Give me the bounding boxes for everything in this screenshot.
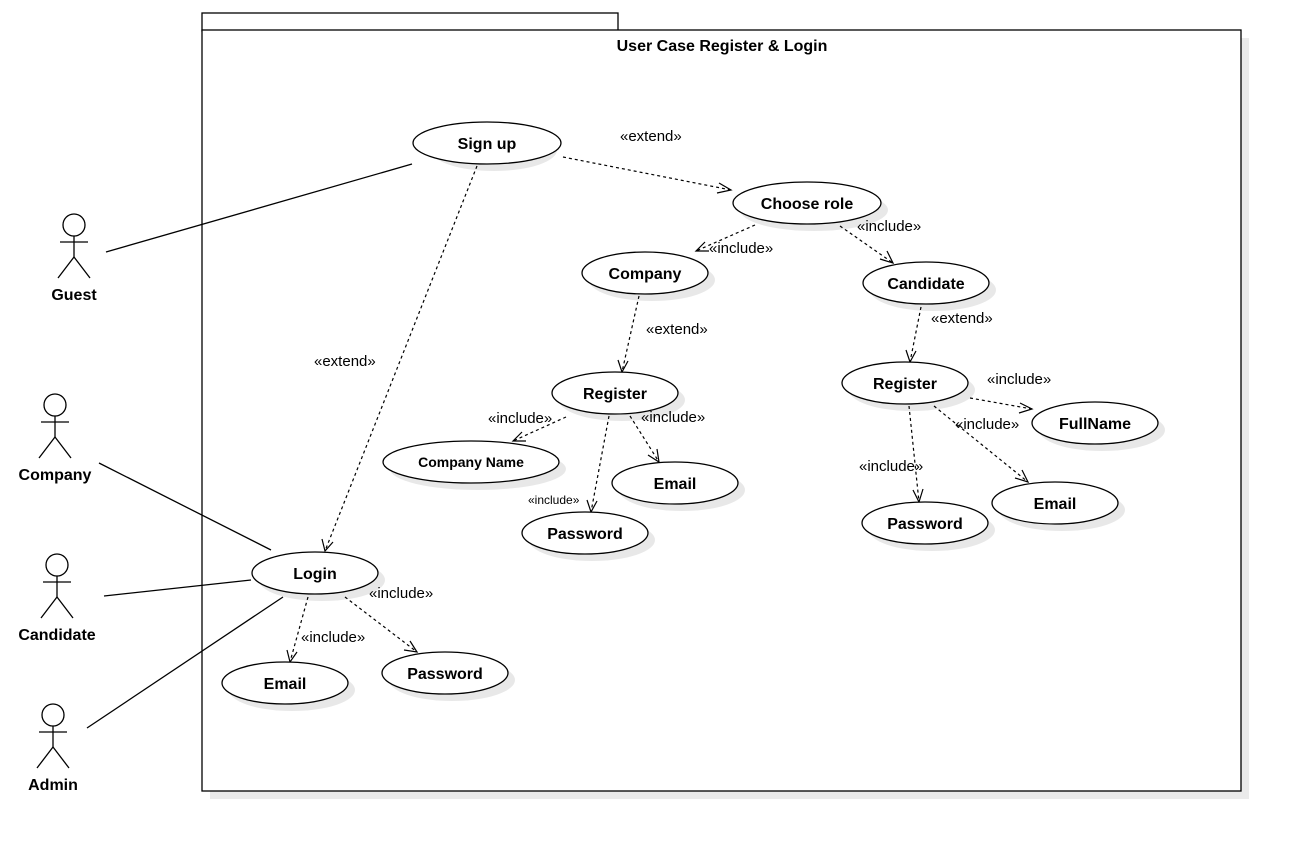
use-case-label: Password xyxy=(407,666,483,683)
use-case-label: Password xyxy=(887,516,963,533)
label-include: «include» xyxy=(641,409,705,426)
label-extend: «extend» xyxy=(646,321,708,338)
stick-figure-icon xyxy=(36,703,70,769)
use-case-login-email[interactable]: Email xyxy=(221,661,355,711)
association-guest-signup xyxy=(105,163,413,253)
use-case-label: Register xyxy=(583,386,647,403)
use-case-company-register[interactable]: Register xyxy=(551,371,685,421)
dependency-register-password-candidate xyxy=(908,405,920,503)
dependency-register-email-candidate xyxy=(933,405,1029,483)
label-include: «include» xyxy=(709,240,773,257)
actor-admin[interactable]: Admin xyxy=(28,703,78,794)
use-case-candidate-password[interactable]: Password xyxy=(861,501,995,551)
association-candidate-login xyxy=(103,579,252,597)
label-include: «include» xyxy=(301,629,365,646)
use-case-label: Choose role xyxy=(761,196,854,213)
actor-label: Company xyxy=(19,467,92,484)
use-case-choose-role[interactable]: Choose role xyxy=(732,181,888,231)
use-case-login-password[interactable]: Password xyxy=(381,651,515,701)
stick-figure-icon xyxy=(40,553,74,619)
use-case-label: Email xyxy=(264,676,307,693)
use-case-label: Password xyxy=(547,526,623,543)
label-extend: «extend» xyxy=(314,353,376,370)
label-include: «include» xyxy=(857,218,921,235)
dependency-chooserole-candidate xyxy=(839,225,894,264)
actor-candidate[interactable]: Candidate xyxy=(18,553,96,644)
label-include: «include» xyxy=(859,458,923,475)
use-case-company-email[interactable]: Email xyxy=(611,461,745,511)
label-extend: «extend» xyxy=(620,128,682,145)
use-case-label: Candidate xyxy=(887,276,964,293)
use-case-company-name[interactable]: Company Name xyxy=(382,440,566,490)
use-case-label: Login xyxy=(293,566,337,583)
diagram-title: User Case Register & Login xyxy=(617,38,828,55)
use-case-candidate-register[interactable]: Register xyxy=(841,361,975,411)
use-case-sign-up[interactable]: Sign up xyxy=(412,121,562,171)
use-case-label: Sign up xyxy=(458,136,517,153)
associations xyxy=(86,163,413,729)
use-case-label: Company Name xyxy=(418,454,524,470)
stick-figure-icon xyxy=(57,213,91,279)
label-extend: «extend» xyxy=(931,310,993,327)
use-case-login[interactable]: Login xyxy=(251,551,385,601)
dependencies xyxy=(286,156,1034,664)
dependency-login-email xyxy=(289,596,309,663)
label-include: «include» xyxy=(488,410,552,427)
actor-company[interactable]: Company xyxy=(19,393,92,484)
dependency-chooserole-company xyxy=(695,224,756,252)
use-case-label: Email xyxy=(1034,496,1077,513)
actor-guest[interactable]: Guest xyxy=(51,213,97,304)
dependency-signup-chooserole xyxy=(562,156,732,191)
use-case-candidate[interactable]: Candidate xyxy=(862,261,996,311)
use-case-company[interactable]: Company xyxy=(581,251,715,301)
dependency-signup-login xyxy=(324,165,478,552)
use-case-label: Email xyxy=(654,476,697,493)
dependency-register-password xyxy=(590,415,610,513)
actor-label: Candidate xyxy=(18,627,95,644)
dependency-register-companyname xyxy=(512,416,567,442)
use-case-candidate-email[interactable]: Email xyxy=(991,481,1125,531)
dependency-company-register xyxy=(621,295,640,373)
label-include: «include» xyxy=(369,585,433,602)
use-case-label: Company xyxy=(609,266,682,283)
stereotype-labels: «extend» «extend» «include» «include» «e… xyxy=(301,128,1051,646)
use-case-company-password[interactable]: Password xyxy=(521,511,655,561)
label-include: «include» xyxy=(528,493,580,507)
dependency-register-fullname xyxy=(969,397,1033,410)
label-include: «include» xyxy=(955,416,1019,433)
use-case-label: FullName xyxy=(1059,416,1131,433)
actor-label: Admin xyxy=(28,777,78,794)
use-case-candidate-fullname[interactable]: FullName xyxy=(1031,401,1165,451)
association-admin-login xyxy=(86,596,284,729)
actor-label: Guest xyxy=(51,287,97,304)
association-company-login xyxy=(98,462,272,551)
stick-figure-icon xyxy=(38,393,72,459)
label-include: «include» xyxy=(987,371,1051,388)
use-case-label: Register xyxy=(873,376,937,393)
